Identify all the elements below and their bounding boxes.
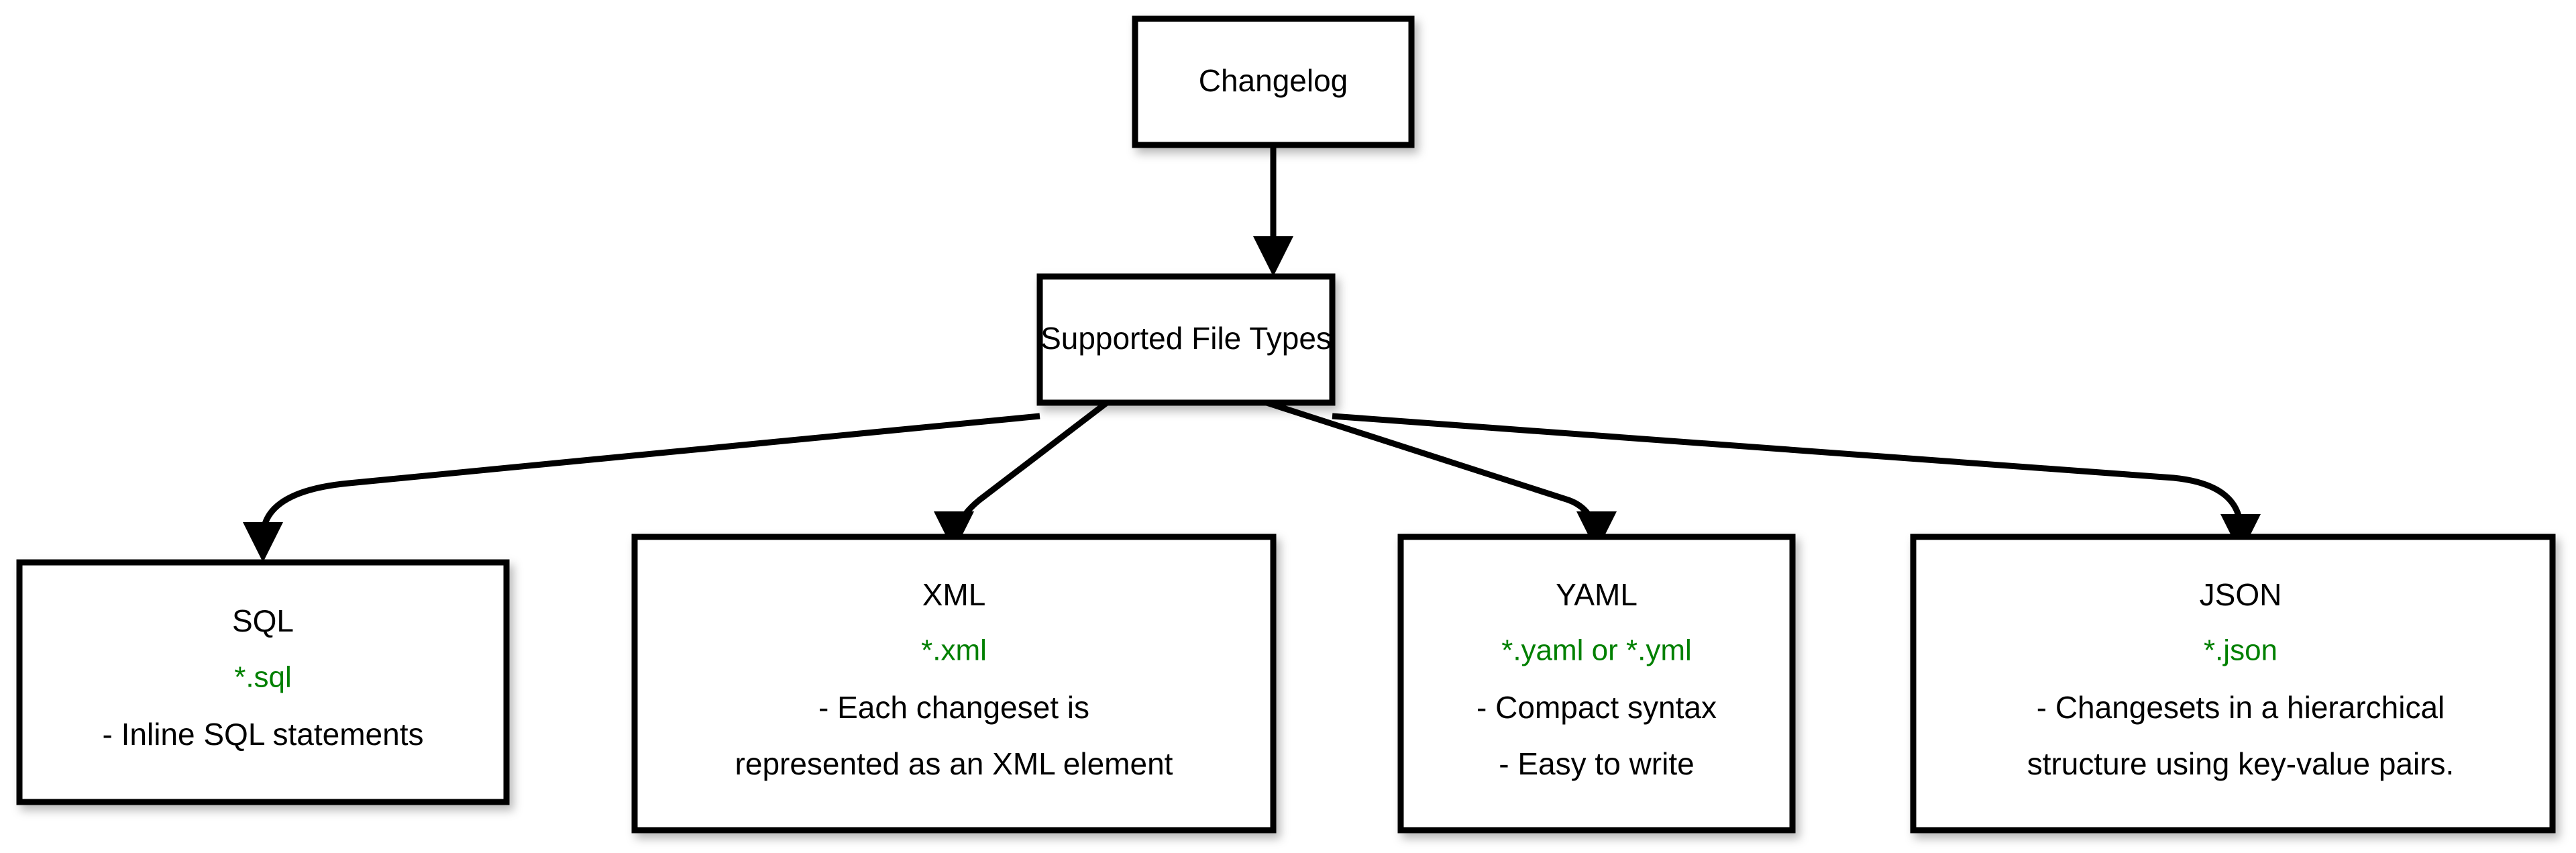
- node-xml-box[interactable]: [631, 534, 1277, 834]
- node-xml-title: XML: [922, 577, 986, 612]
- arrow-head-icon: [243, 522, 283, 562]
- edge-supported-to-json: [1332, 413, 2261, 554]
- node-sql-extension: *.sql: [234, 661, 292, 694]
- node-sql-box[interactable]: [16, 559, 510, 805]
- edge-supported-to-sql: [243, 413, 1040, 562]
- node-yaml-description-line-1: - Easy to write: [1499, 746, 1694, 781]
- node-yaml-title: YAML: [1556, 577, 1638, 612]
- node-xml-extension: *.xml: [921, 634, 987, 667]
- edge-group: [243, 145, 2261, 562]
- node-changelog[interactable]: Changelog: [1132, 15, 1415, 148]
- edge-line: [1332, 413, 2244, 534]
- node-json-description-line-1: structure using key-value pairs.: [2027, 746, 2455, 781]
- arrow-head-icon: [1253, 236, 1293, 277]
- arrow-head-icon: [934, 511, 974, 552]
- node-xml[interactable]: XML *.xml - Each changeset is represente…: [631, 534, 1277, 834]
- node-xml-description-line-0: - Each changeset is: [818, 690, 1089, 725]
- node-sql-title: SQL: [232, 603, 294, 638]
- edge-changelog-to-supported: [1253, 145, 1293, 277]
- arrow-head-icon: [1576, 511, 1617, 552]
- node-supported-file-types-box[interactable]: [1036, 273, 1336, 406]
- node-changelog-label: Changelog: [1199, 63, 1348, 98]
- edge-line: [260, 413, 1040, 540]
- node-supported-file-types[interactable]: Supported File Types: [1036, 273, 1336, 406]
- node-changelog-box[interactable]: [1132, 15, 1415, 148]
- node-yaml-extension: *.yaml or *.yml: [1501, 634, 1692, 667]
- node-sql-description-line-0: - Inline SQL statements: [103, 717, 424, 752]
- node-xml-description-line-1: represented as an XML element: [735, 746, 1173, 781]
- node-json-description-line-0: - Changesets in a hierarchical: [2037, 690, 2445, 725]
- node-yaml-box[interactable]: [1397, 534, 1796, 834]
- node-json-extension: *.json: [2204, 634, 2277, 667]
- node-json-title: JSON: [2200, 577, 2282, 612]
- node-yaml[interactable]: YAML *.yaml or *.yml - Compact syntax - …: [1397, 534, 1796, 834]
- node-json[interactable]: JSON *.json - Changesets in a hierarchic…: [1910, 534, 2556, 834]
- node-sql[interactable]: SQL *.sql - Inline SQL statements: [16, 559, 510, 805]
- node-json-box[interactable]: [1910, 534, 2556, 834]
- node-supported-file-types-label: Supported File Types: [1040, 321, 1332, 356]
- node-yaml-description-line-0: - Compact syntax: [1477, 690, 1717, 725]
